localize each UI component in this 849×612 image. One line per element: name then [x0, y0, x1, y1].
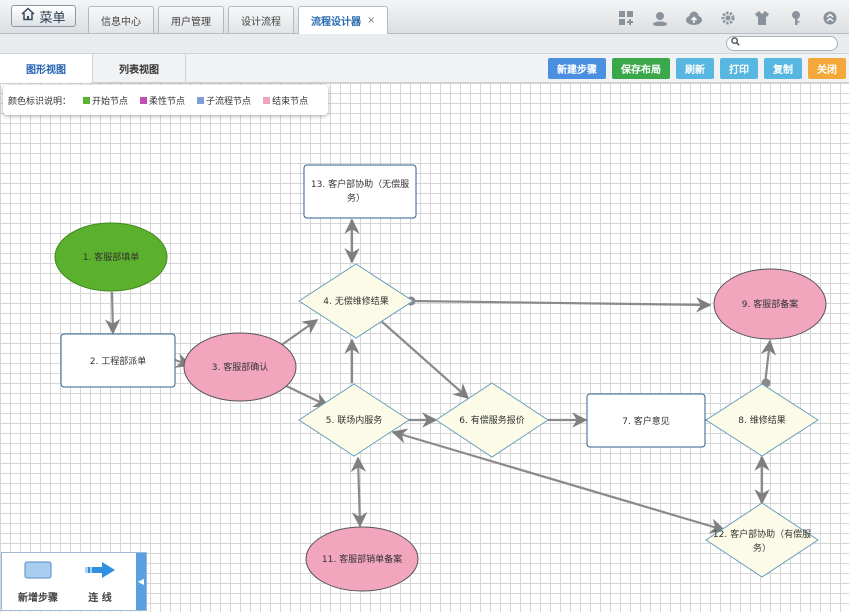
chevron-up-icon[interactable]: [820, 8, 839, 27]
key-icon[interactable]: [786, 8, 805, 27]
connectors: [104, 218, 777, 534]
tool-panel: 新增步骤 连 线 ◀: [1, 552, 147, 611]
save-layout-button[interactable]: 保存布局: [612, 58, 670, 79]
legend-item: 柔性节点: [140, 94, 185, 107]
node-label: 3. 客服部确认: [212, 361, 268, 373]
tab-label: 流程设计器: [311, 17, 361, 28]
node-9[interactable]: 9. 客服部备案: [713, 268, 827, 340]
node-3[interactable]: 3. 客服部确认: [183, 332, 297, 402]
node-label: 务）: [347, 192, 365, 204]
top-bar: 菜单 信息中心 用户管理 设计流程 流程设计器 ×: [0, 0, 849, 34]
node-label: 13. 客户部协助（无偿服: [311, 178, 409, 190]
legend-swatch: [197, 96, 205, 104]
node-2[interactable]: 2. 工程部派单: [60, 333, 176, 388]
tab-user-management[interactable]: 用户管理: [158, 6, 224, 33]
cloud-upload-icon[interactable]: [684, 8, 703, 27]
legend-swatch: [263, 96, 271, 104]
tab-label: 设计流程: [241, 16, 281, 28]
color-legend: 颜色标识说明： 开始节点 柔性节点 子流程节点 结束节点: [3, 85, 328, 115]
search-row: [0, 34, 849, 54]
close-button[interactable]: 关闭: [808, 58, 846, 79]
close-icon[interactable]: ×: [367, 15, 376, 26]
node-label: 7. 客户意见: [622, 415, 669, 427]
grid-icon[interactable]: [616, 8, 635, 27]
node-5[interactable]: 5. 联场内服务: [298, 383, 410, 457]
new-step-tool[interactable]: 新增步骤: [8, 559, 68, 604]
tab-graph-view[interactable]: 图形视图: [0, 54, 93, 83]
node-label: 12. 客户部协助（有偿服: [713, 528, 811, 540]
copy-button[interactable]: 复制: [764, 58, 802, 79]
node-12[interactable]: 12. 客户部协助（有偿服 务）: [705, 502, 819, 578]
node-label: 6. 有偿服务报价: [459, 414, 524, 426]
node-6[interactable]: 6. 有偿服务报价: [435, 382, 549, 458]
node-label: 9. 客服部备案: [742, 298, 798, 310]
legend-item: 开始节点: [83, 94, 128, 107]
tab-label: 用户管理: [171, 16, 211, 28]
node-label: 4. 无偿维修结果: [323, 295, 388, 307]
node-11[interactable]: 11. 客服部销单备案: [305, 526, 419, 592]
node-13[interactable]: 13. 客户部协助（无偿服 务）: [303, 164, 417, 219]
top-icon-bar: [616, 8, 839, 27]
action-buttons: 新建步骤 保存布局 刷新 打印 复制 关闭: [548, 58, 846, 79]
new-step-button[interactable]: 新建步骤: [548, 58, 606, 79]
search-icon: [731, 37, 740, 49]
connector-8-9[interactable]: [760, 339, 777, 385]
user-icon[interactable]: [650, 8, 669, 27]
tab-info-center[interactable]: 信息中心: [88, 6, 154, 33]
connector-4-6[interactable]: [379, 319, 470, 400]
print-button[interactable]: 打印: [720, 58, 758, 79]
node-label: 8. 维修结果: [738, 414, 785, 426]
tab-list-view[interactable]: 列表视图: [93, 54, 186, 83]
legend-label: 子流程节点: [206, 96, 252, 107]
legend-swatch: [83, 96, 91, 104]
search-input[interactable]: [726, 36, 838, 51]
legend-item: 结束节点: [263, 94, 308, 107]
node-label: 1. 客服部填单: [83, 251, 139, 263]
tab-design-process[interactable]: 设计流程: [228, 6, 294, 33]
refresh-button[interactable]: 刷新: [676, 58, 714, 79]
legend-label: 结束节点: [272, 96, 309, 107]
tab-strip: 信息中心 用户管理 设计流程 流程设计器 ×: [88, 6, 389, 34]
connector-3-4[interactable]: [279, 319, 319, 347]
gear-icon[interactable]: [718, 8, 737, 27]
shirt-icon[interactable]: [752, 8, 771, 27]
connect-tool[interactable]: 连 线: [70, 559, 130, 604]
legend-swatch: [140, 96, 148, 104]
connector-4-9[interactable]: [409, 297, 712, 313]
view-toolbar: 图形视图 列表视图 新建步骤 保存布局 刷新 打印 复制 关闭: [0, 54, 849, 83]
node-8[interactable]: 8. 维修结果: [705, 383, 819, 457]
legend-label: 开始节点: [92, 96, 129, 107]
collapse-panel-icon[interactable]: ◀: [136, 553, 146, 610]
node-4[interactable]: 4. 无偿维修结果: [298, 263, 414, 339]
rectangle-icon: [8, 559, 68, 581]
node-label: 务）: [753, 542, 771, 554]
connector-1-2[interactable]: [104, 291, 121, 335]
home-icon: [21, 7, 35, 25]
menu-label: 菜单: [39, 10, 66, 26]
tab-label: 信息中心: [101, 16, 141, 28]
node-label: 11. 客服部销单备案: [322, 553, 402, 565]
legend-item: 子流程节点: [197, 94, 251, 107]
connector-5-11[interactable]: [350, 456, 368, 528]
arrow-right-icon: [70, 559, 130, 581]
node-1[interactable]: 1. 客服部填单: [54, 222, 168, 292]
menu-button[interactable]: 菜单: [11, 5, 76, 27]
node-label: 2. 工程部派单: [90, 355, 146, 367]
tab-flow-designer[interactable]: 流程设计器 ×: [298, 6, 389, 34]
node-7[interactable]: 7. 客户意见: [586, 393, 706, 448]
connector-3-5[interactable]: [279, 382, 330, 407]
tool-label: 连 线: [88, 593, 112, 604]
tool-label: 新增步骤: [18, 593, 58, 604]
connector-5-12[interactable]: [391, 428, 726, 534]
legend-title: 颜色标识说明：: [8, 96, 72, 107]
legend-label: 柔性节点: [149, 96, 186, 107]
node-label: 5. 联场内服务: [326, 414, 382, 426]
